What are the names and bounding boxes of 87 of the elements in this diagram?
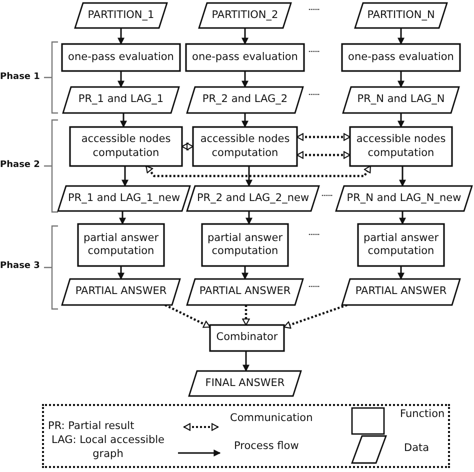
data-parallelogram [355,3,447,28]
node-label: accessible nodes computation [199,133,291,160]
function-box [186,44,304,71]
data-parallelogram [199,3,291,28]
arrow [399,211,406,225]
node-label: PR_1 and LAG_1 [78,93,164,107]
phase-label: Phase 1 [0,72,40,82]
node-label: one-pass evaluation [348,50,454,64]
function-box [350,127,452,166]
arrow [118,71,124,88]
arrow [246,166,252,187]
arrow [242,28,248,45]
node-label: PR_N and LAG_N [357,93,445,107]
function-box [70,127,182,166]
ellipsis: ...... [308,45,320,55]
data-parallelogram [62,279,180,305]
ellipsis: ...... [308,3,320,13]
data-parallelogram [75,3,167,28]
node-label: partial answer computation [362,232,440,258]
function-box [78,224,164,266]
ellipsis: ...... [308,88,320,98]
arrow [398,113,404,128]
ellipsis: ...... [308,280,320,290]
arrow [398,28,404,45]
function-box [193,127,297,166]
node-label: FINAL ANSWER [205,376,285,390]
arrow [242,71,248,88]
arrow [119,211,126,225]
node-label: PARTIAL ANSWER [75,285,167,299]
data-parallelogram [58,186,190,211]
node-label: accessible nodes computation [355,133,447,160]
phase-label: Phase 3 [0,261,40,271]
legend-note: LAG: Local accessible graph [50,434,166,462]
arrow [242,351,250,372]
node-label: accessible nodes computation [80,133,172,160]
node-label: one-pass evaluation [192,50,298,64]
arrow [246,211,252,225]
dotted-arrow [296,151,351,159]
dotted-arrow [242,305,250,326]
node-label: PR_N and LAG_N_new [346,192,462,206]
arrow [398,71,404,88]
data-parallelogram [343,87,459,113]
node-label: PARTITION_2 [212,8,278,22]
dotted-arrow [181,142,194,150]
ellipsis: ...... [308,228,320,238]
function-box [202,224,288,266]
node-label: partial answer computation [82,232,160,258]
arrow [242,266,248,280]
node-label: PARTIAL ANSWER [355,285,447,299]
arrow [398,266,404,280]
data-parallelogram [187,87,303,113]
node-label: PR_1 and LAG_1_new [68,192,180,206]
data-parallelogram [342,279,460,305]
node-label: partial answer computation [206,232,284,258]
node-label: one-pass evaluation [68,50,174,64]
dotted-arrow [145,165,372,178]
arrow [399,166,406,187]
legend-note: PR: Partial result [48,420,134,432]
node-label: PARTITION_N [367,8,435,22]
function-box [342,44,460,71]
function-box [62,44,180,71]
data-parallelogram [187,279,303,305]
function-box [358,224,444,266]
data-parallelogram [336,186,472,211]
phase-label: Phase 2 [0,160,40,170]
dotted-arrow [296,133,351,141]
arrow [118,266,124,280]
node-label: Combinator [216,331,278,345]
data-parallelogram [189,371,301,396]
node-label: PARTIAL ANSWER [199,285,291,299]
dotted-arrow [283,304,348,329]
arrow [242,113,248,128]
node-label: PARTITION_1 [88,8,154,22]
arrow [122,166,128,187]
legend-label: Process flow [234,440,299,452]
dotted-arrow [164,304,211,328]
function-box [210,325,284,351]
node-label: PR_2 and LAG_2 [202,93,288,107]
ellipsis: ...... [321,189,332,199]
arrow [118,28,124,45]
arrow [120,113,127,128]
data-parallelogram [63,87,179,113]
legend-label: Data [404,442,430,454]
data-parallelogram [187,186,319,211]
node-label: PR_2 and LAG_2_new [196,192,310,206]
legend-label: Function [400,408,445,420]
legend-label: Communication [230,412,313,424]
